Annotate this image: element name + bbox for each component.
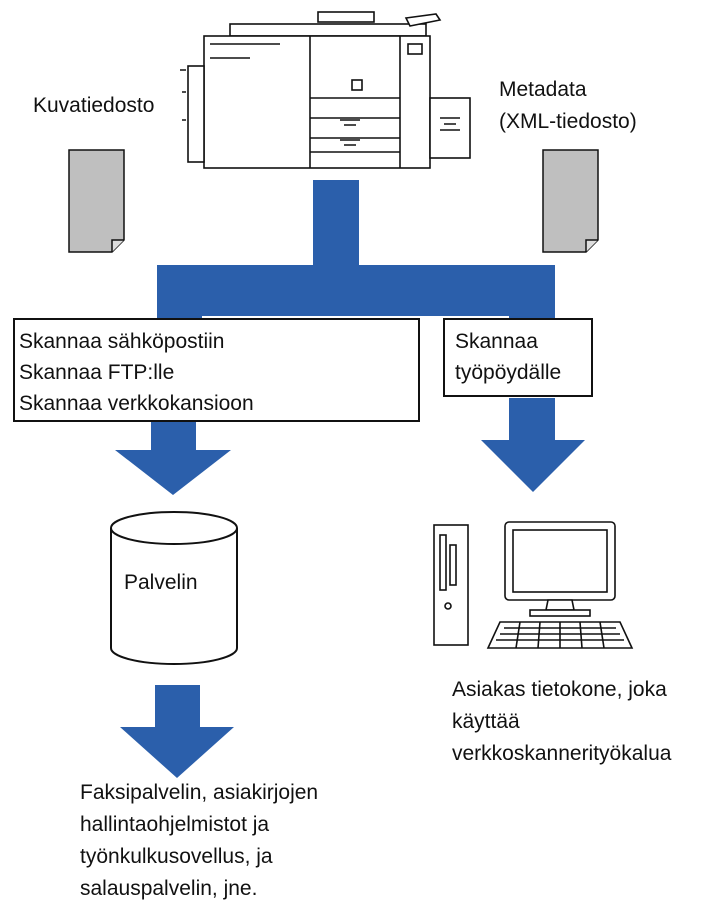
scan-destinations-box: Skannaa sähköpostiin Skannaa FTP:lle Ska…	[13, 318, 420, 422]
arrow-left	[115, 400, 231, 495]
box-line: Skannaa	[455, 330, 538, 353]
metadata-label: Metadata (XML-tiedosto)	[499, 78, 637, 133]
split-bar	[157, 265, 555, 330]
client-pc-label: Asiakas tietokone, joka käyttää verkkosk…	[452, 678, 672, 765]
box-line: Skannaa sähköpostiin	[19, 330, 225, 353]
box-line: Skannaa FTP:lle	[19, 361, 175, 384]
box-line: Skannaa verkkokansioon	[19, 392, 254, 415]
scan-desktop-box: Skannaa työpöydälle	[443, 318, 593, 397]
server-label: Palvelin	[124, 571, 198, 594]
destination-label: Faksipalvelin, asiakirjojen hallintaohje…	[80, 781, 319, 900]
arrow-bottom	[120, 685, 234, 778]
image-file-label: Kuvatiedosto	[33, 94, 155, 117]
box-line: työpöydälle	[455, 361, 562, 384]
